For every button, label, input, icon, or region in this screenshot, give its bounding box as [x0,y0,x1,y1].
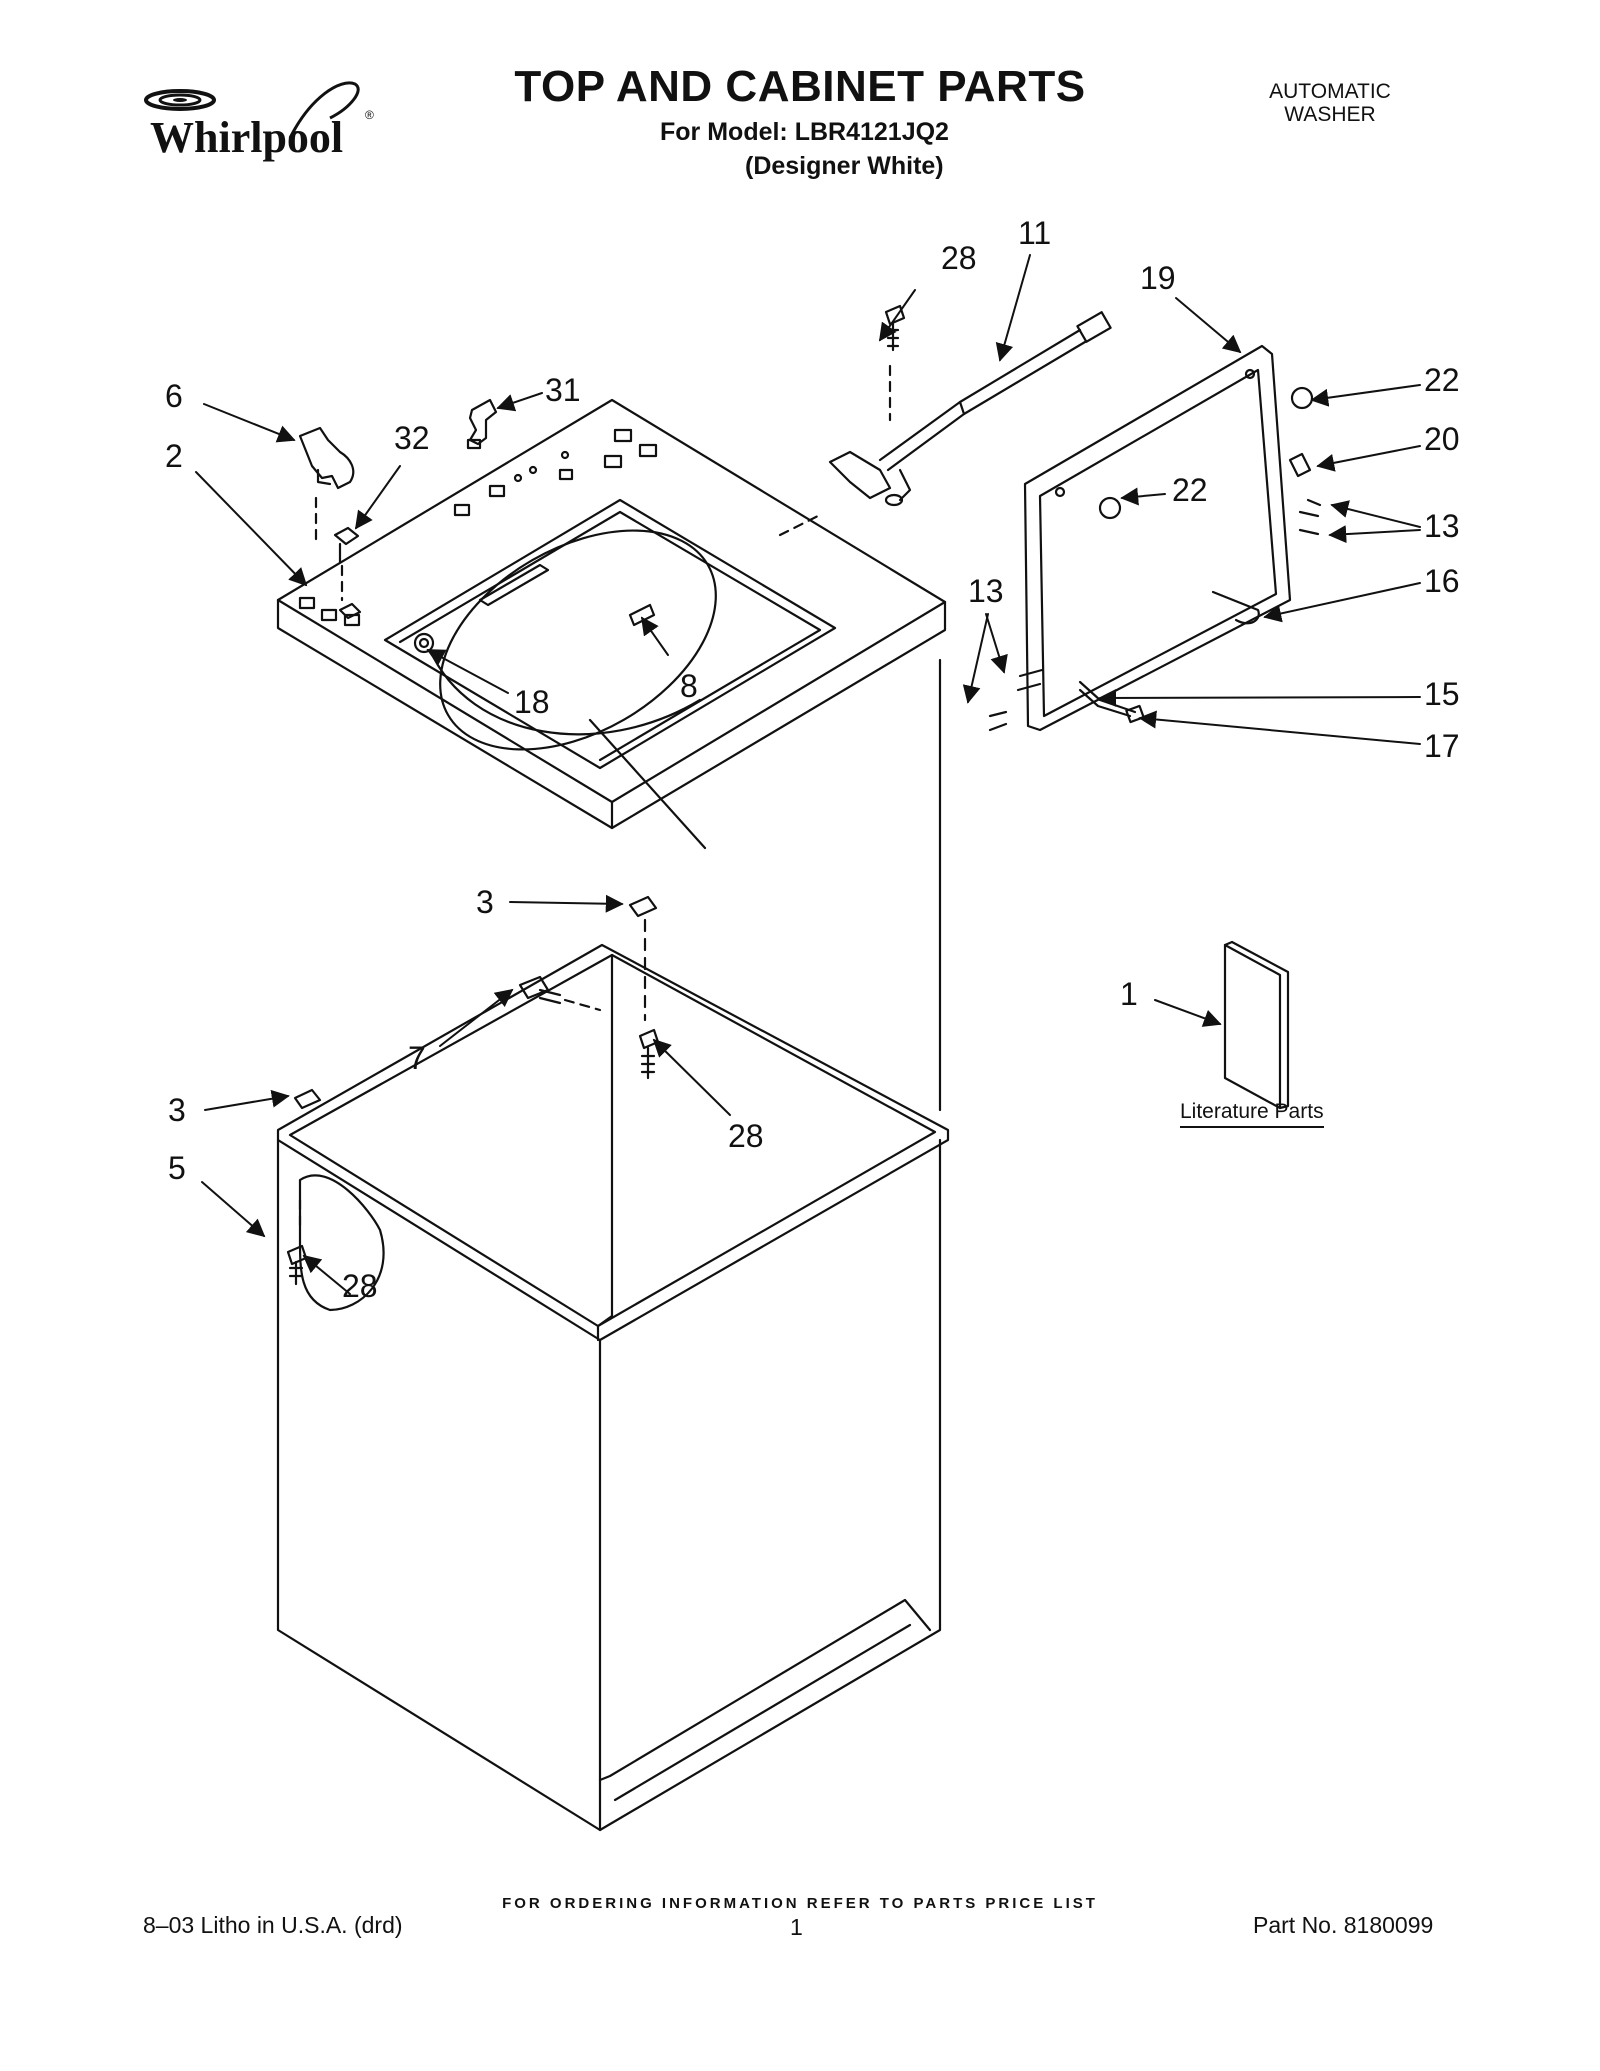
callout-2: 2 [165,438,183,474]
callout-3-left: 3 [168,1092,186,1128]
clip-part-31 [466,398,498,450]
callout-arrows [195,254,1421,1295]
bracket-part-6 [298,426,355,490]
callout-8: 8 [680,668,698,704]
callout-17: 17 [1424,728,1460,764]
color-line: (Designer White) [745,152,944,180]
whirlpool-swirl-icon [144,81,360,139]
registered-mark: ® [365,108,374,122]
callout-28-cabinet: 28 [342,1268,378,1304]
clip-part-32 [333,526,362,620]
product-type-line1: AUTOMATIC [1269,80,1391,103]
callout-11: 11 [1018,215,1052,251]
callout-22-right: 22 [1424,362,1460,398]
model-line: For Model: LBR4121JQ2 [660,118,949,146]
wire-harness-part-11 [828,311,1112,507]
litho-note: 8–03 Litho in U.S.A. (drd) [143,1912,403,1938]
brand-wordmark: Whirlpool [150,113,344,162]
callout-18: 18 [514,684,550,720]
part-number: Part No. 8180099 [1253,1912,1434,1938]
page-title: TOP AND CABINET PARTS [514,62,1086,111]
callout-1: 1 [1120,976,1138,1012]
console-frame-part-19 [988,344,1322,732]
product-type: AUTOMATIC WASHER [1240,80,1420,126]
callout-5: 5 [168,1150,186,1186]
ordering-note: FOR ORDERING INFORMATION REFER TO PARTS … [502,1895,1098,1912]
callout-13-right: 13 [1424,508,1460,544]
callout-28-top: 28 [941,240,977,276]
literature-parts-label: Literature Parts [1180,1100,1324,1128]
literature-book-part-1 [1223,940,1290,1110]
product-type-line2: WASHER [1284,103,1376,126]
callout-6: 6 [165,378,183,414]
callout-15: 15 [1424,676,1460,712]
callout-16: 16 [1424,563,1460,599]
callout-3-top: 3 [476,884,494,920]
callout-20: 20 [1424,421,1460,457]
callout-19: 19 [1140,260,1176,296]
cabinet-part-5 [276,895,950,1832]
page-number: 1 [790,1914,803,1940]
callout-13-left: 13 [968,573,1004,609]
callout-31: 31 [545,372,581,408]
callout-22-inner: 22 [1172,472,1208,508]
callout-32: 32 [394,420,430,456]
callout-28-middle: 28 [728,1118,764,1154]
callout-7: 7 [408,1040,426,1076]
top-panel [276,398,947,830]
whirlpool-logo: Whirlpool ® [140,78,380,178]
